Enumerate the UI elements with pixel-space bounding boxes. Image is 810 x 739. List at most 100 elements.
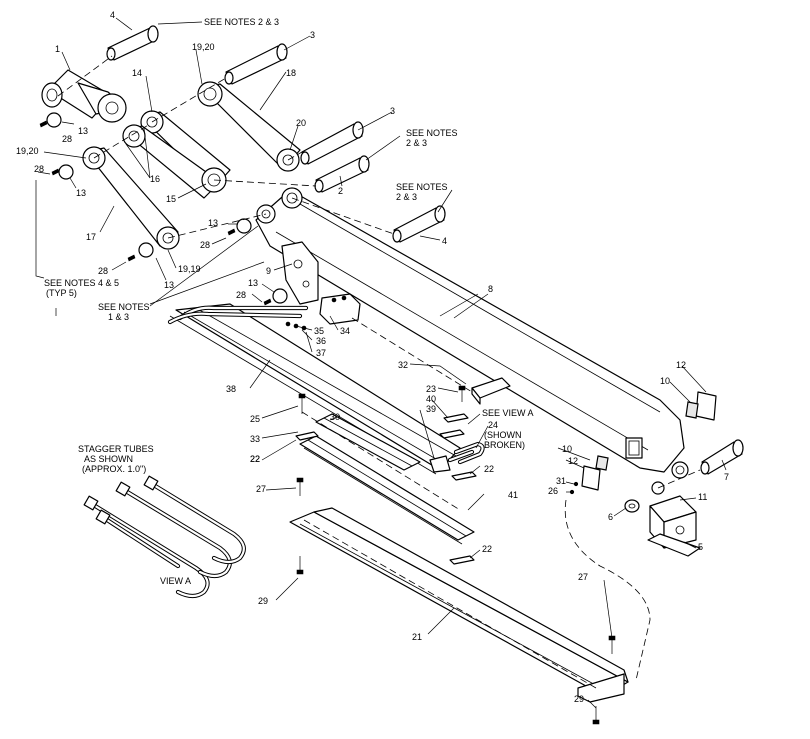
label-16: 16 <box>150 174 160 184</box>
label-22-a: 22 <box>250 454 260 464</box>
note-see-view-a: SEE VIEW A <box>482 408 534 418</box>
part-10-pad-top <box>685 401 699 419</box>
label-13-b: 13 <box>76 188 86 198</box>
part-11-base-block <box>647 495 701 557</box>
label-18: 18 <box>286 68 296 78</box>
label-34: 34 <box>340 326 350 336</box>
label-9: 9 <box>266 266 271 276</box>
label-28-b: 28 <box>34 164 44 174</box>
label-28-e: 28 <box>236 290 246 300</box>
label-4-top: 4 <box>110 10 115 20</box>
part-14-link-pair <box>122 110 231 199</box>
note-see-notes-mid-line1: SEE NOTES <box>406 128 458 138</box>
part-10-pad-low <box>595 455 609 471</box>
label-19-20-top: 19,20 <box>192 42 215 52</box>
note-labels: SEE NOTES 2 & 3 SEE NOTES 2 & 3 SEE NOTE… <box>44 17 534 586</box>
label-14: 14 <box>132 68 142 78</box>
note-shown-broken-line2: BROKEN) <box>484 440 525 450</box>
note-see-notes-mid-line2: 2 & 3 <box>406 138 427 148</box>
part-8-boom <box>255 187 689 495</box>
label-37: 37 <box>316 348 326 358</box>
leader-lines <box>35 17 727 709</box>
label-3-mid: 3 <box>390 106 395 116</box>
hardware-35-37 <box>285 321 307 331</box>
label-32: 32 <box>398 360 408 370</box>
label-13-a: 13 <box>78 126 88 136</box>
note-see-notes-1-3-line1: SEE NOTES <box>98 302 150 312</box>
note-stagger-line3: (APPROX. 1.0") <box>82 464 146 474</box>
label-22-c: 22 <box>482 544 492 554</box>
part-3-pin-mid <box>300 121 364 165</box>
vertical-bolts <box>296 385 616 725</box>
note-see-notes-right-line1: SEE NOTES <box>396 182 448 192</box>
note-see-notes-4-5-line1: SEE NOTES 4 & 5 <box>44 278 119 288</box>
part-32-block <box>471 377 511 405</box>
view-a-tubes <box>83 475 246 599</box>
note-stagger-line2: AS SHOWN <box>84 454 133 464</box>
label-26: 26 <box>548 486 558 496</box>
part-6-disc <box>624 499 640 513</box>
part-4-pin-top <box>106 25 159 61</box>
part-12-pad-low <box>581 465 601 491</box>
label-27-a: 27 <box>256 484 266 494</box>
note-view-a: VIEW A <box>160 576 191 586</box>
label-1: 1 <box>55 44 60 54</box>
label-29-a: 29 <box>258 596 268 606</box>
label-10-top: 10 <box>660 376 670 386</box>
assembly-centerlines <box>57 55 701 681</box>
label-41: 41 <box>508 490 518 500</box>
label-28-c: 28 <box>200 240 210 250</box>
label-15: 15 <box>166 194 176 204</box>
clamp-plates <box>295 413 477 565</box>
label-30: 30 <box>330 412 340 422</box>
label-28-a: 28 <box>62 134 72 144</box>
part-9-bracket <box>281 241 319 305</box>
label-33: 33 <box>250 434 260 444</box>
label-38: 38 <box>226 384 236 394</box>
label-25: 25 <box>250 414 260 424</box>
label-27-b: 27 <box>578 572 588 582</box>
label-5: 5 <box>698 542 703 552</box>
label-8: 8 <box>488 284 493 294</box>
part-3-pin-top <box>224 43 288 85</box>
label-11: 11 <box>698 492 707 502</box>
label-12-top: 12 <box>676 360 686 370</box>
label-4-right: 4 <box>442 236 447 246</box>
label-22-b: 22 <box>484 464 494 474</box>
label-6: 6 <box>608 512 613 522</box>
part-7-pin <box>700 439 744 475</box>
part-1-bushing <box>41 69 127 123</box>
label-13-c: 13 <box>208 218 218 228</box>
label-13-d: 13 <box>164 280 174 290</box>
note-see-notes-1-3-line2: 1 & 3 <box>108 312 129 322</box>
label-19-19: 19,19 <box>178 264 201 274</box>
label-13-e: 13 <box>248 278 258 288</box>
label-31: 31 <box>556 476 566 486</box>
part-21-rail <box>289 507 629 703</box>
part-2-pin <box>314 155 370 193</box>
part-41-tray <box>299 435 475 545</box>
washers-and-bolts <box>39 112 288 306</box>
label-20: 20 <box>296 118 306 128</box>
note-shown-broken-line1: (SHOWN <box>484 430 522 440</box>
label-3-top: 3 <box>310 30 315 40</box>
callout-labels: 1 2 3 3 4 4 5 6 7 8 9 10 10 11 12 12 13 … <box>16 10 729 704</box>
label-7: 7 <box>724 472 729 482</box>
note-see-notes-4-5-line2: (TYP 5) <box>46 288 77 298</box>
label-12-low: 12 <box>568 456 578 466</box>
note-see-notes-2-3-top: SEE NOTES 2 & 3 <box>204 17 279 27</box>
part-4-pin-right <box>392 205 446 243</box>
note-stagger-line1: STAGGER TUBES <box>78 444 154 454</box>
label-10-low: 10 <box>562 444 572 454</box>
label-28-d: 28 <box>98 266 108 276</box>
label-22-d: 22 <box>250 454 260 464</box>
label-23: 23 <box>426 384 436 394</box>
label-2: 2 <box>338 186 343 196</box>
label-29-b: 29 <box>574 694 584 704</box>
part-30-tube-guide <box>315 413 421 471</box>
label-24: 24 <box>488 420 498 430</box>
part-31-26-screws <box>569 481 579 495</box>
part-12-pad-top <box>695 391 717 421</box>
label-39: 39 <box>426 404 436 414</box>
